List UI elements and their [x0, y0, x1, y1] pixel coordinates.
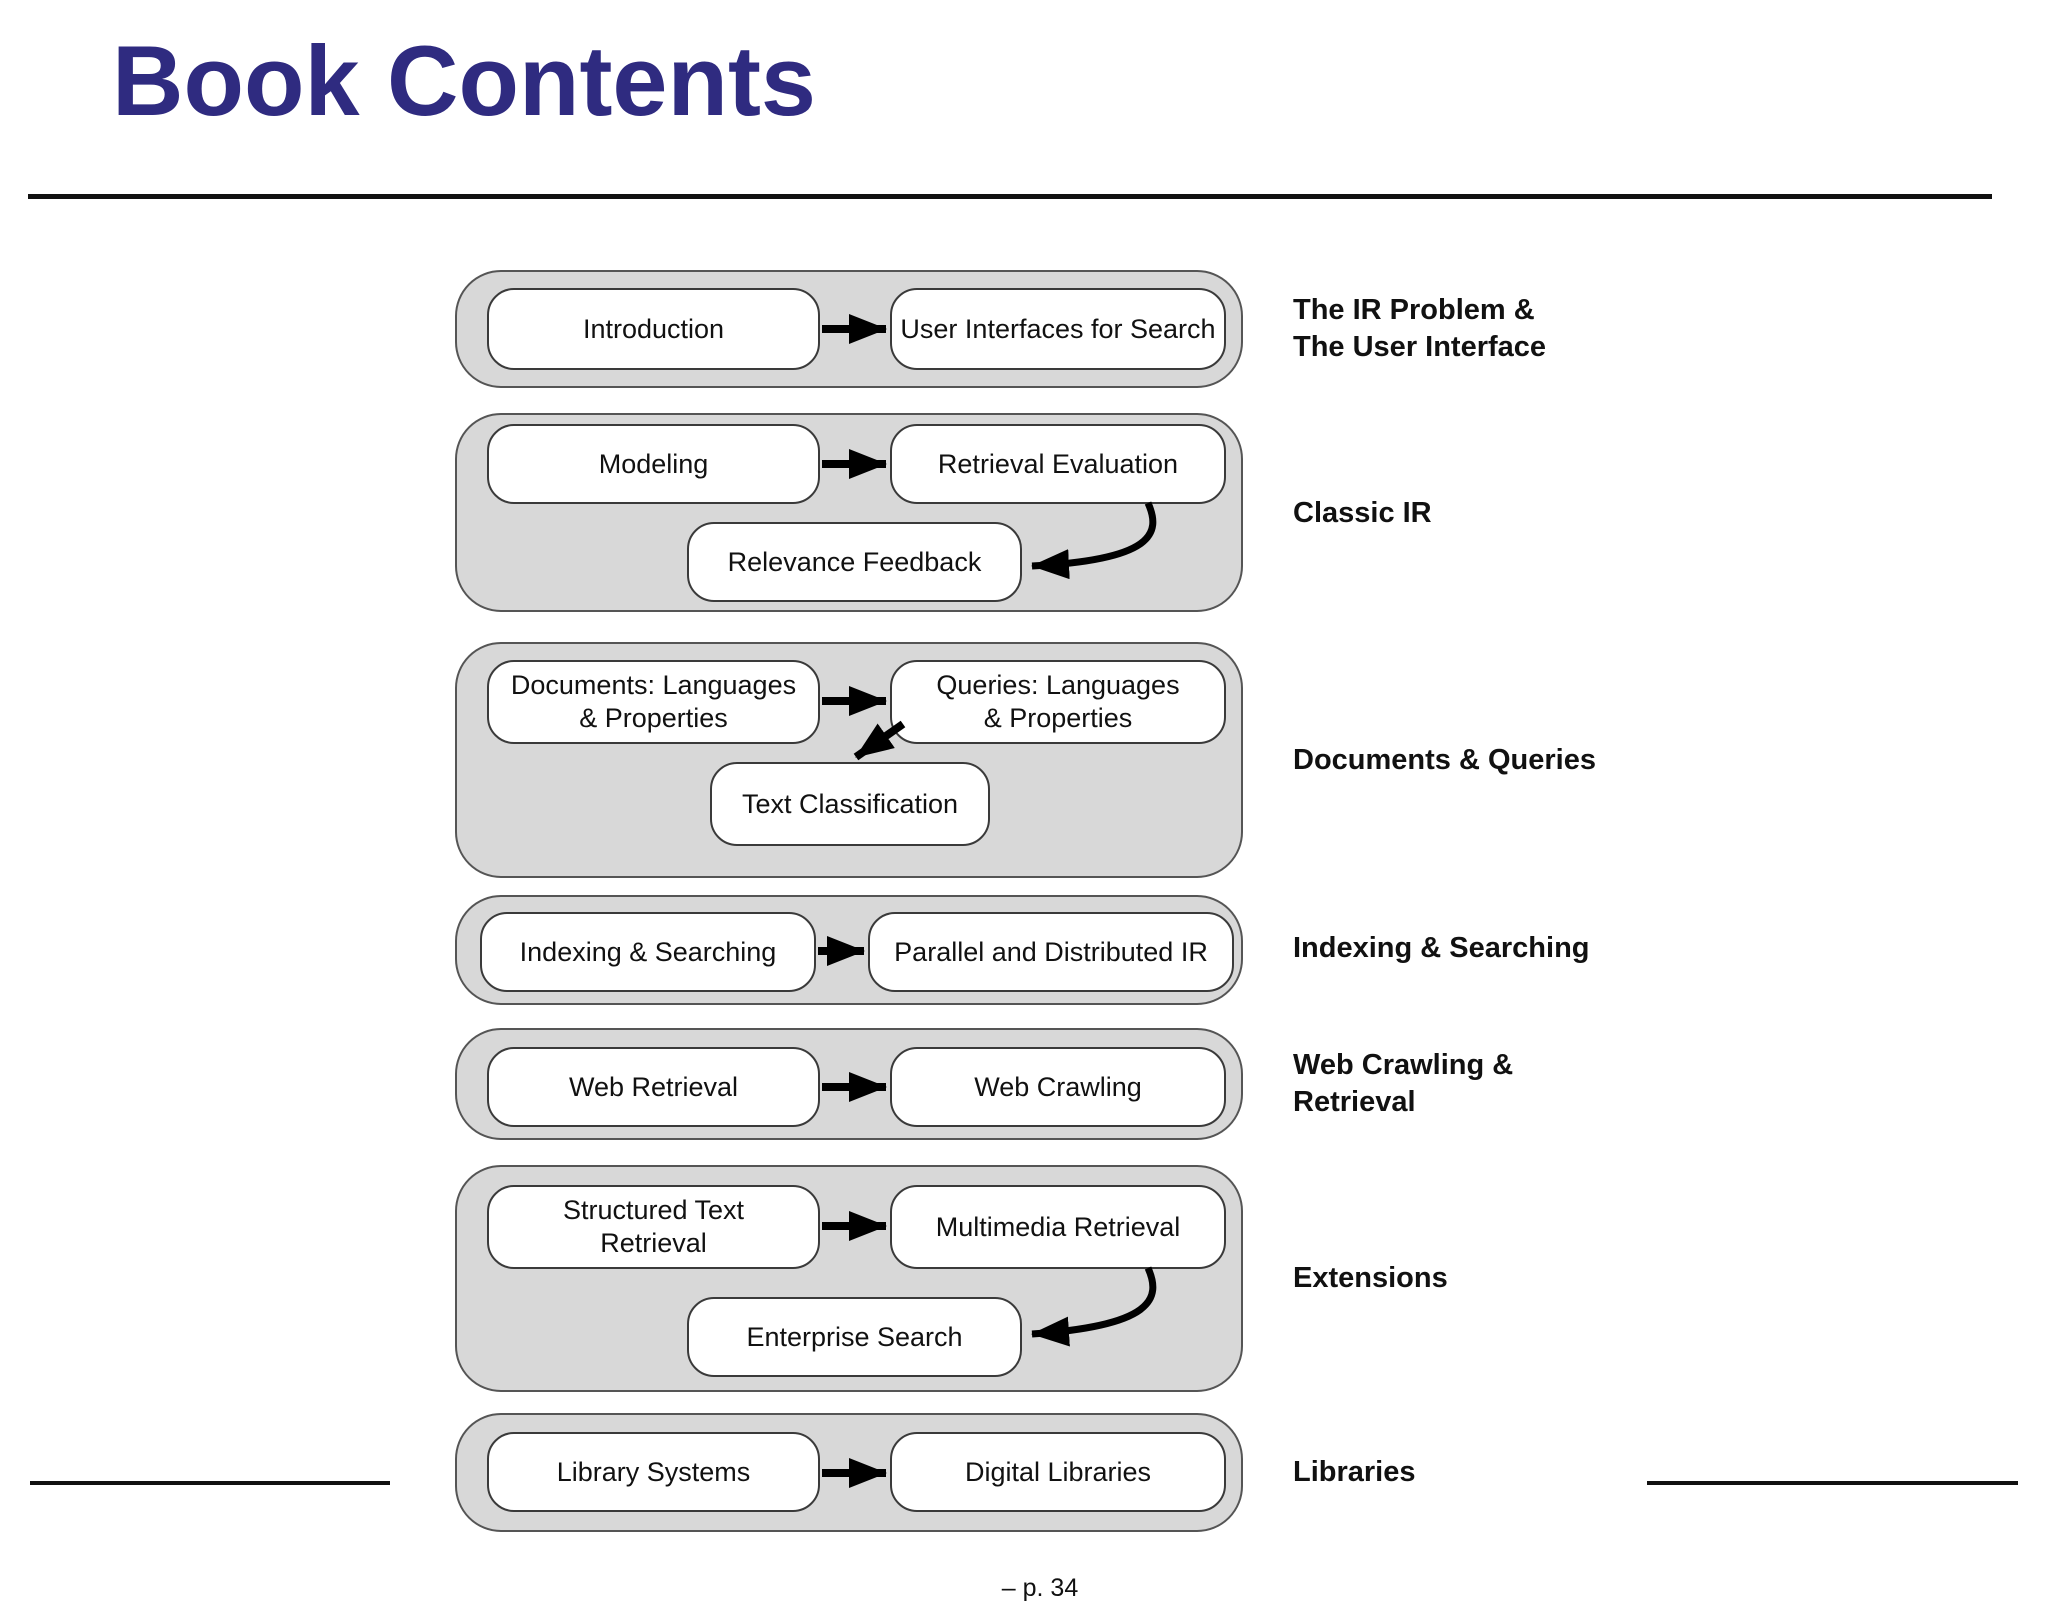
node-relevance-feedback: Relevance Feedback	[687, 522, 1022, 602]
page-number: – p. 34	[1001, 1574, 1079, 1602]
node-label: Digital Libraries	[964, 1456, 1152, 1487]
node-label: Library Systems	[556, 1456, 751, 1487]
node-label: User Interfaces for Search	[900, 313, 1216, 344]
node-structured-text-retrieval: Structured Text Retrieval	[487, 1185, 820, 1269]
node-label: Web Retrieval	[568, 1071, 739, 1102]
label-classic-ir: Classic IR	[1293, 497, 1432, 529]
node-indexing-and-searching: Indexing & Searching	[480, 912, 816, 992]
node-parallel-distributed-ir: Parallel and Distributed IR	[868, 912, 1234, 992]
node-web-crawling: Web Crawling	[890, 1047, 1226, 1127]
node-retrieval-evaluation: Retrieval Evaluation	[890, 424, 1226, 504]
footer-rule-left	[30, 1481, 390, 1485]
node-user-interfaces-for-search: User Interfaces for Search	[890, 288, 1226, 370]
node-digital-libraries: Digital Libraries	[890, 1432, 1226, 1512]
node-label: Web Crawling	[974, 1071, 1142, 1102]
label-indexing-searching: Indexing & Searching	[1293, 932, 1590, 964]
node-modeling: Modeling	[487, 424, 820, 504]
footer-rule-right	[1647, 1481, 2018, 1485]
node-label: Text Classification	[741, 788, 959, 819]
node-text-classification: Text Classification	[710, 762, 990, 846]
label-documents-queries: Documents & Queries	[1293, 744, 1596, 776]
node-label: Introduction	[582, 313, 725, 344]
title-divider	[28, 194, 1992, 199]
node-web-retrieval: Web Retrieval	[487, 1047, 820, 1127]
node-multimedia-retrieval: Multimedia Retrieval	[890, 1185, 1226, 1269]
node-label: Retrieval Evaluation	[937, 448, 1179, 479]
label-ir-problem: The IR Problem & The User Interface	[1293, 294, 1547, 363]
node-label: Queries: Languages & Properties	[936, 670, 1180, 733]
label-web-crawling-retrieval: Web Crawling & Retrieval	[1293, 1049, 1514, 1118]
node-label: Enterprise Search	[746, 1321, 963, 1352]
node-queries-languages-properties: Queries: Languages & Properties	[890, 660, 1226, 744]
node-enterprise-search: Enterprise Search	[687, 1297, 1022, 1377]
node-label: Multimedia Retrieval	[935, 1211, 1181, 1242]
label-extensions: Extensions	[1293, 1262, 1448, 1294]
node-label: Indexing & Searching	[519, 936, 777, 967]
node-documents-languages-properties: Documents: Languages & Properties	[487, 660, 820, 744]
node-label: Relevance Feedback	[727, 546, 982, 577]
node-label: Structured Text Retrieval	[562, 1195, 745, 1258]
page-title: Book Contents	[112, 25, 816, 136]
node-library-systems: Library Systems	[487, 1432, 820, 1512]
node-introduction: Introduction	[487, 288, 820, 370]
node-label: Documents: Languages & Properties	[510, 670, 797, 733]
node-label: Modeling	[598, 448, 709, 479]
node-label: Parallel and Distributed IR	[894, 936, 1208, 967]
label-libraries: Libraries	[1293, 1456, 1416, 1488]
